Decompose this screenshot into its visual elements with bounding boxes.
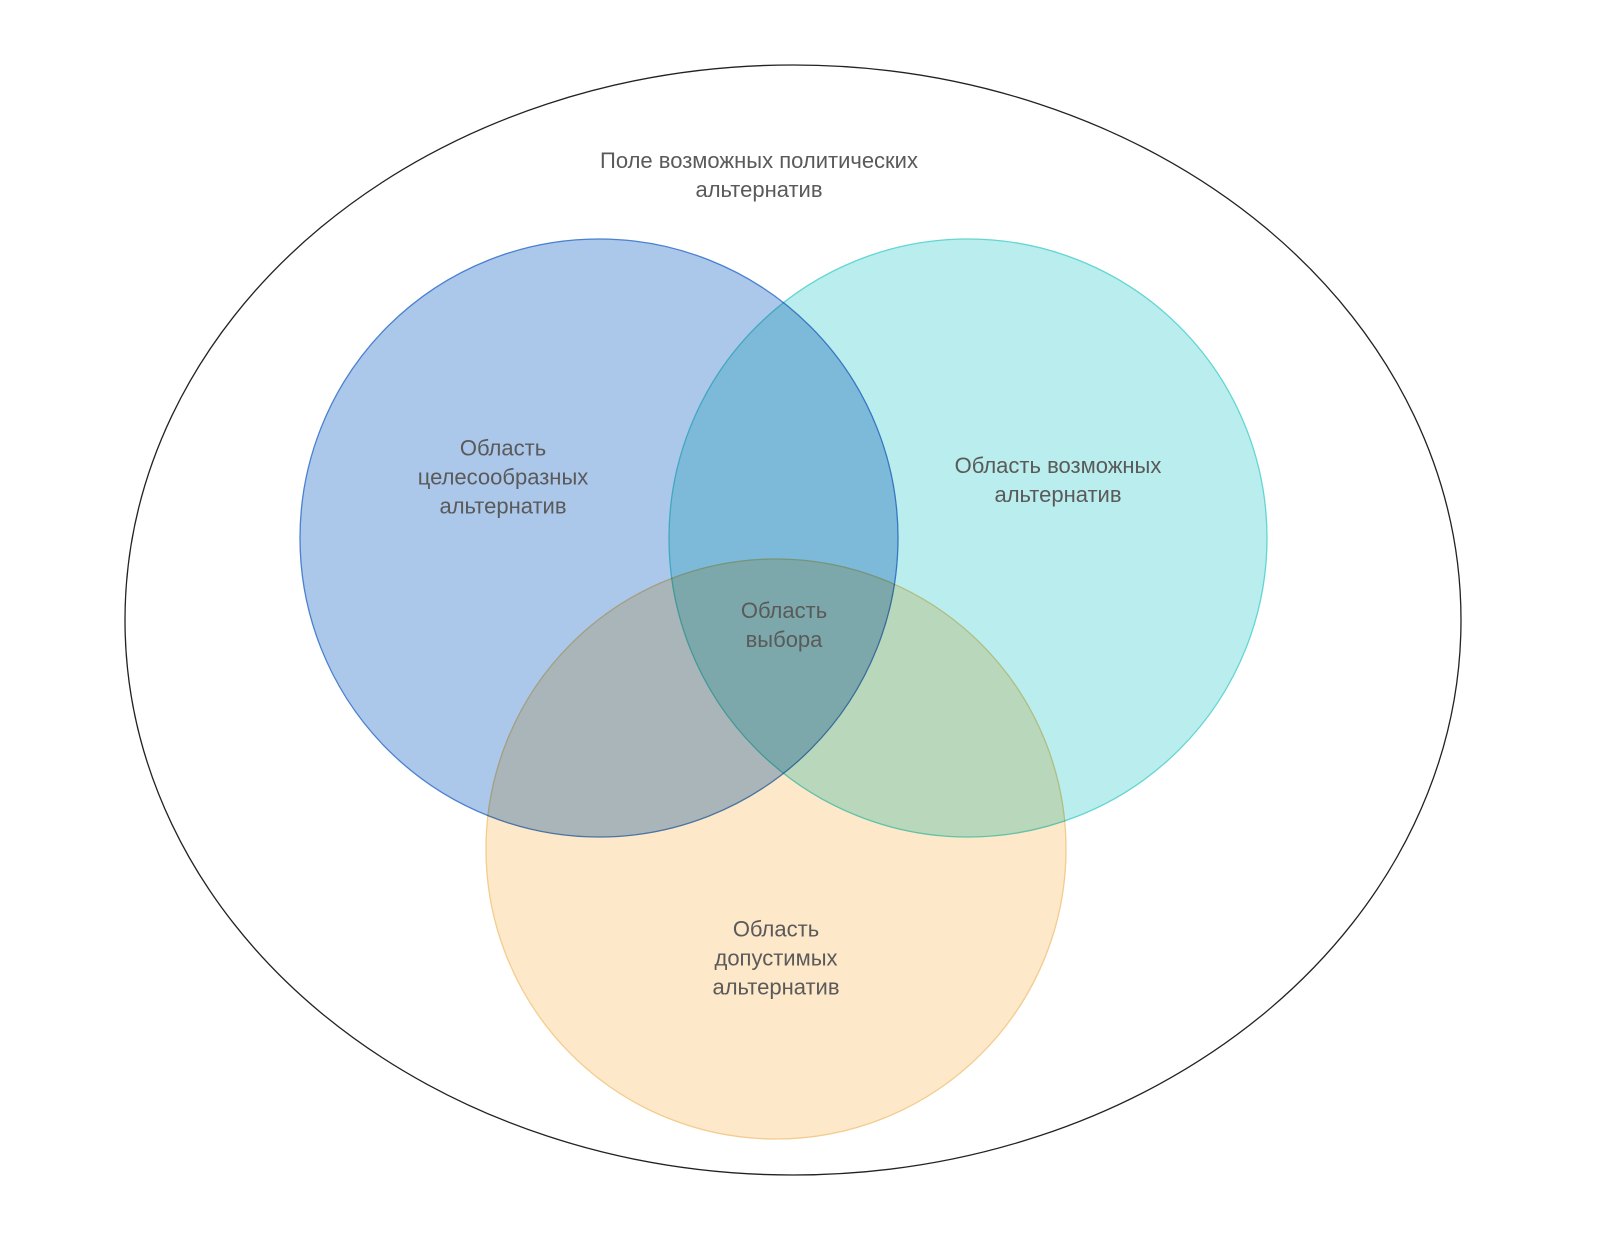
possible-label: Область возможных альтернатив — [955, 451, 1162, 509]
outer-label-line: Поле возможных политических — [600, 148, 918, 173]
acceptable-label: Область допустимых альтернатив — [712, 915, 839, 1002]
outer-ellipse — [124, 64, 1462, 1176]
outer-label-line: альтернатив — [695, 177, 823, 202]
circle-acceptable — [485, 558, 1067, 1140]
expedient-label-line: целесообразных — [417, 464, 589, 490]
choice-area-label: Область выбора — [741, 596, 827, 654]
outer-label: Поле возможных политических альтернатив — [600, 146, 918, 204]
choice-label-line: Область — [740, 598, 828, 623]
expedient-label-line: альтернатив — [439, 493, 567, 519]
possible-label-line: альтернатив — [994, 482, 1122, 507]
acceptable-label-line: альтернатив — [712, 974, 840, 1000]
possible-label-line: Область возможных — [954, 453, 1162, 478]
expedient-label-line: Область — [459, 435, 547, 461]
choice-label-line: выбора — [745, 627, 823, 652]
expedient-label: Область целесообразных альтернатив — [418, 434, 589, 521]
acceptable-label-line: допустимых — [714, 945, 838, 971]
acceptable-label-line: Область — [732, 916, 820, 942]
